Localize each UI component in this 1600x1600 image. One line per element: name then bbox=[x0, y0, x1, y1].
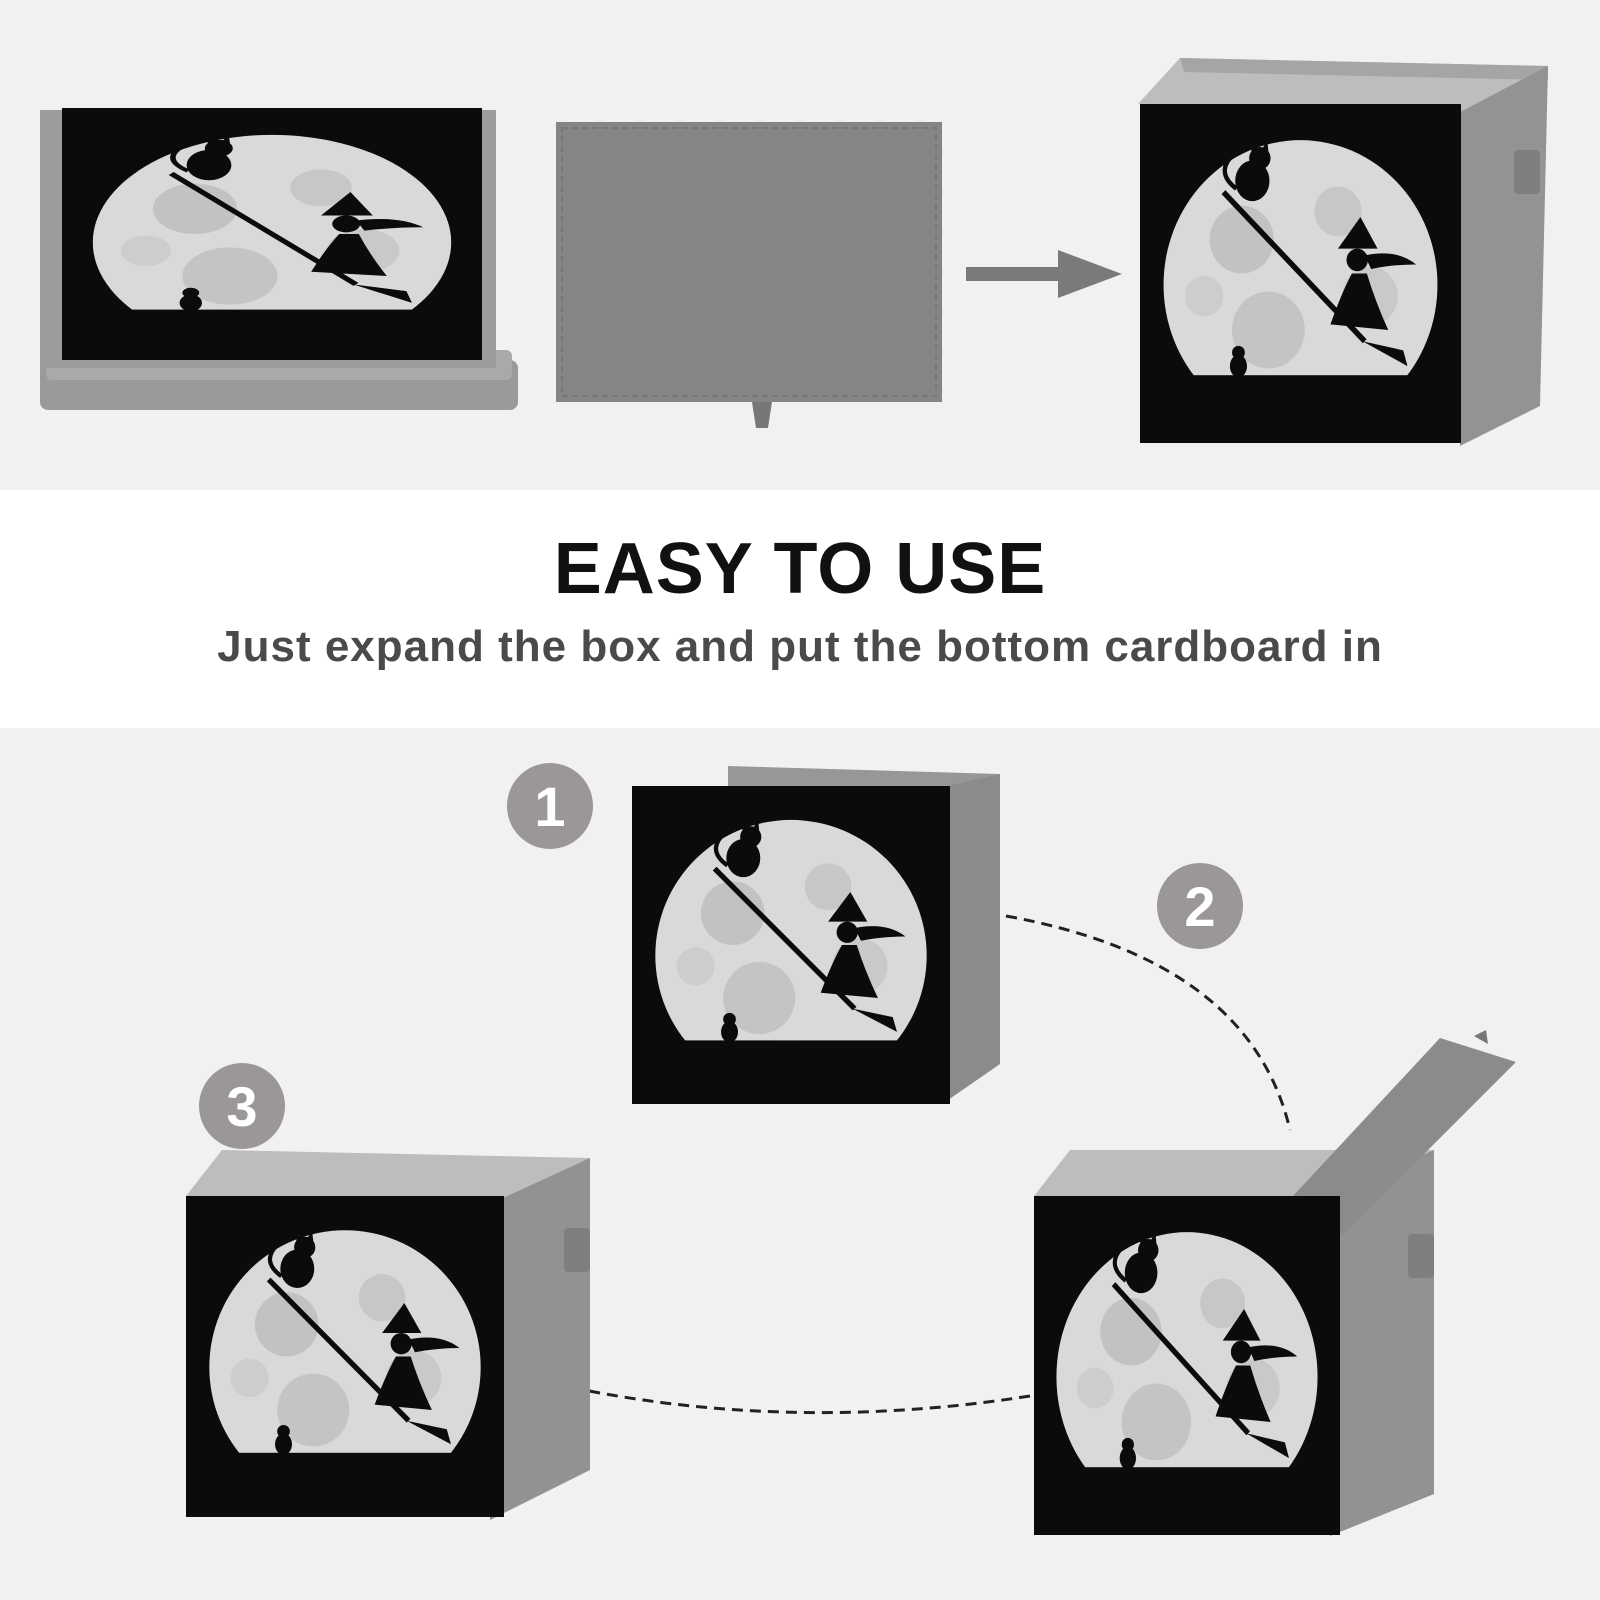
page-title: EASY TO USE bbox=[553, 529, 1047, 609]
finished-box bbox=[186, 1150, 590, 1520]
step-1-label: 1 bbox=[534, 775, 565, 838]
folded-box bbox=[40, 108, 518, 410]
bottom-cardboard bbox=[556, 122, 942, 428]
arrow-right-icon bbox=[966, 250, 1122, 298]
assembled-box-top bbox=[1138, 58, 1548, 446]
unfolding-box bbox=[632, 766, 1000, 1104]
box-with-cardboard bbox=[1034, 1030, 1516, 1536]
step-3-label: 3 bbox=[226, 1075, 257, 1138]
dashed-connector-1-2 bbox=[1005, 914, 1292, 1131]
step-2-label: 2 bbox=[1184, 875, 1215, 938]
dashed-connector-2-3 bbox=[583, 1388, 1031, 1415]
page-subtitle: Just expand the box and put the bottom c… bbox=[217, 622, 1383, 671]
step-1-badge: 1 bbox=[507, 763, 593, 849]
step-2-badge: 2 bbox=[1157, 863, 1243, 949]
step-3-badge: 3 bbox=[199, 1063, 285, 1149]
